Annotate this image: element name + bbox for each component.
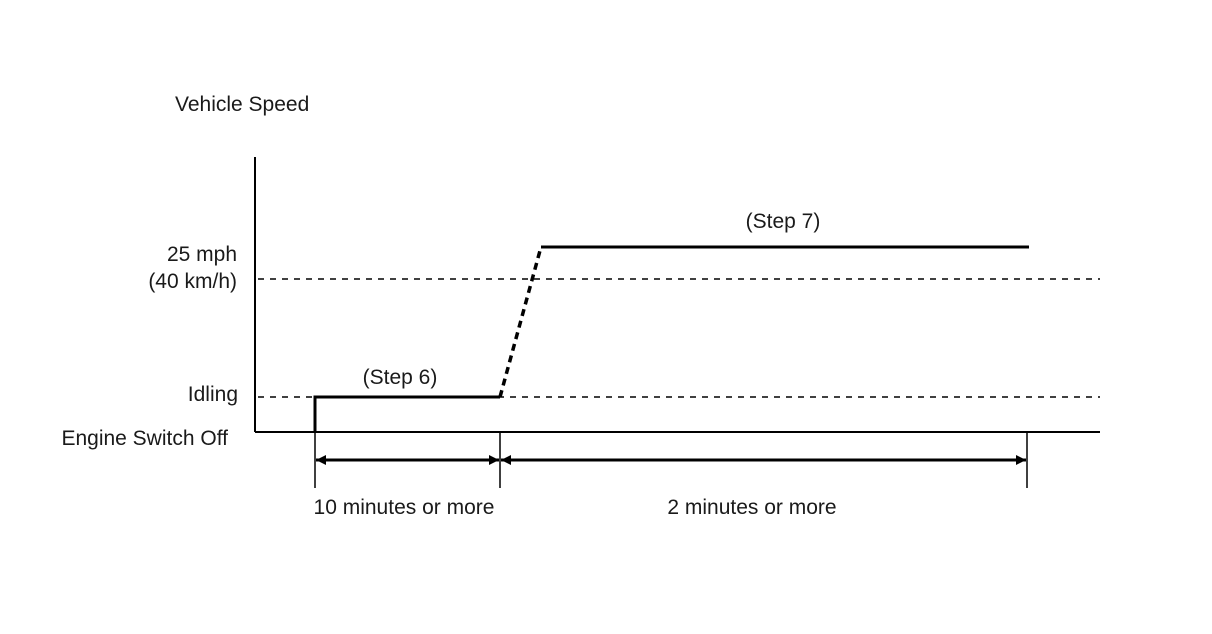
speed-label-mph: 25 mph [167, 243, 237, 266]
acceleration-dotted-line [498, 246, 543, 398]
y-axis-title: Vehicle Speed [175, 93, 309, 116]
idle-label: Idling [188, 383, 238, 406]
speed-label-kmh: (40 km/h) [148, 270, 237, 293]
duration-label-first: 10 minutes or more [314, 496, 495, 519]
step6-label: (Step 6) [363, 366, 438, 389]
duration-label-second: 2 minutes or more [667, 496, 836, 519]
idle-profile-line [313, 395, 500, 432]
step7-label: (Step 7) [746, 210, 821, 233]
engine-off-label: Engine Switch Off [61, 427, 228, 450]
